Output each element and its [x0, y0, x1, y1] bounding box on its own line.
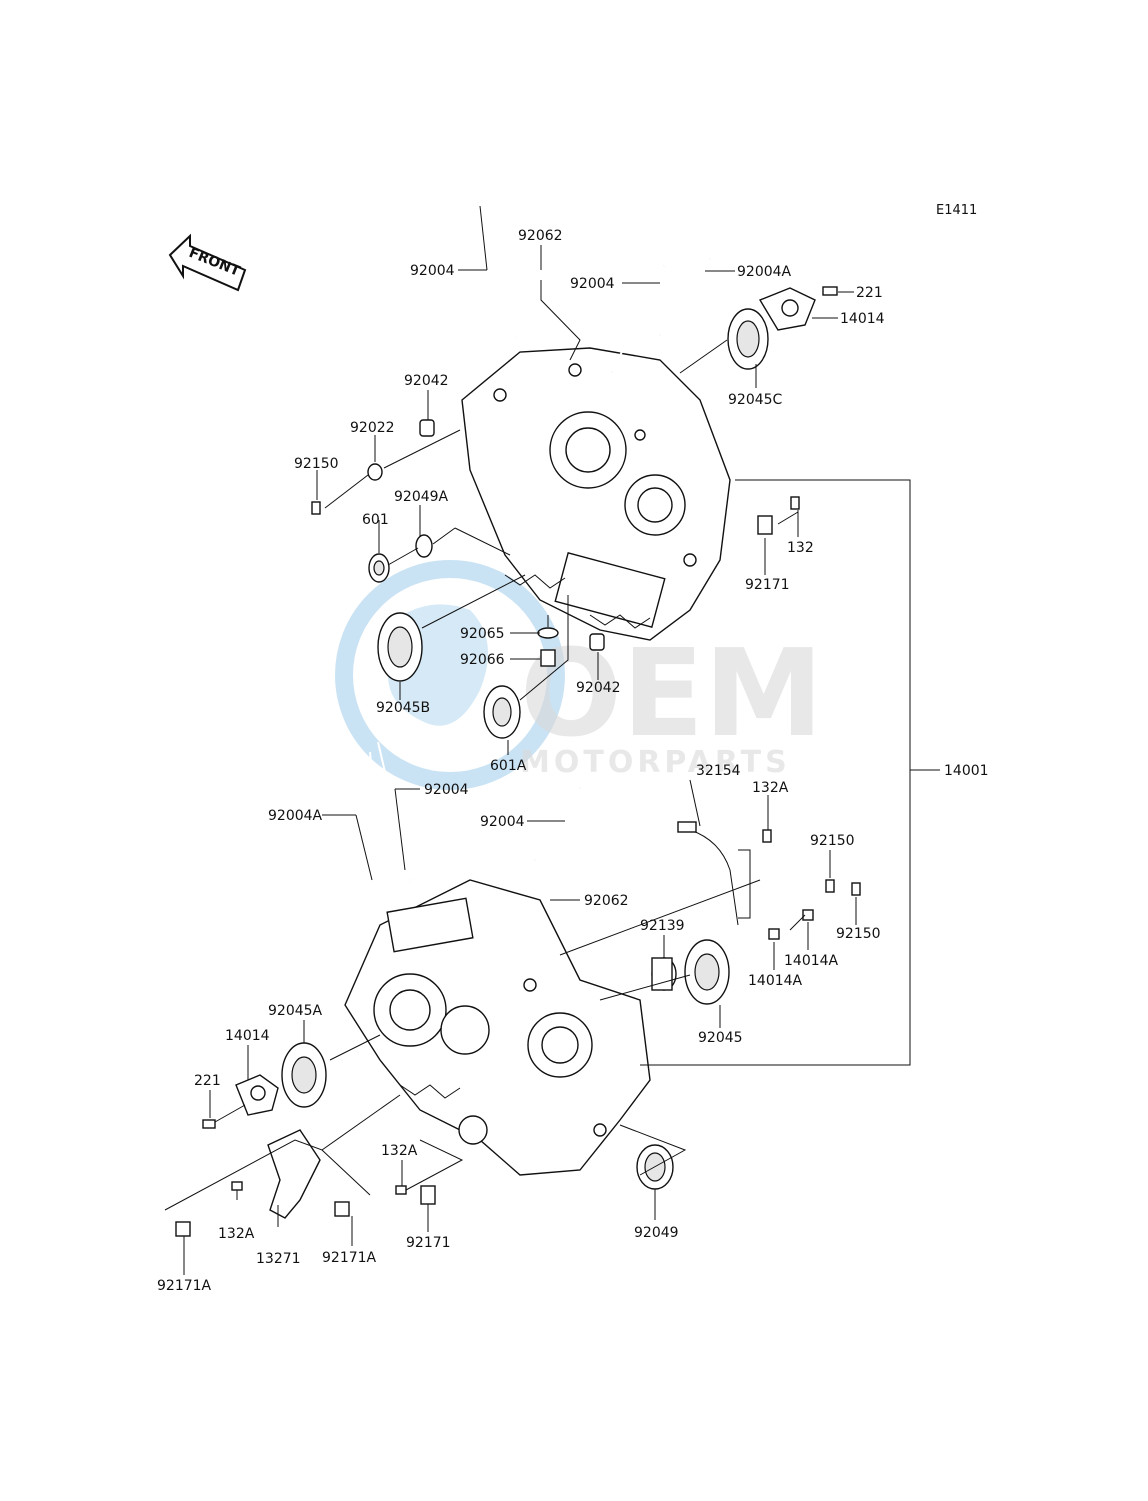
- watermark-globe-icon: [335, 560, 565, 790]
- bushing-92139-icon: [651, 957, 677, 991]
- bearing-92045b-icon: [377, 612, 423, 682]
- label-92045: 92045: [698, 1030, 743, 1046]
- label-92004-lo1: 92004: [424, 782, 469, 798]
- bearing-601a-icon: [483, 685, 521, 739]
- label-92150-left: 92150: [294, 456, 339, 472]
- label-92150-r1: 92150: [810, 833, 855, 849]
- label-601a: 601A: [490, 758, 527, 774]
- watermark-brand: OEM: [520, 625, 823, 764]
- label-132-top: 132: [787, 540, 814, 556]
- label-32154: 32154: [696, 763, 741, 779]
- label-92042-top: 92042: [404, 373, 449, 389]
- bolt-221-top-icon: [822, 286, 838, 296]
- label-221-lower: 221: [194, 1073, 221, 1089]
- label-14014a-2: 14014A: [748, 973, 803, 989]
- label-92004-lo2: 92004: [480, 814, 525, 830]
- label-14014a-1: 14014A: [784, 953, 839, 969]
- clamp-92171-lower-icon: [420, 1185, 436, 1205]
- bolt-92150-left-icon: [311, 501, 321, 515]
- label-92049a: 92049A: [394, 489, 449, 505]
- label-601: 601: [362, 512, 389, 528]
- label-92171a-2: 92171A: [322, 1250, 377, 1266]
- bolt-92150-r1-icon: [825, 879, 835, 893]
- clamp-92171a-2-icon: [334, 1201, 350, 1217]
- bearing-92045-icon: [684, 939, 730, 1005]
- clip-14014a-1-icon: [802, 909, 814, 921]
- watermark-sub: MOTORPARTS: [520, 745, 791, 780]
- studs-lower: [369, 741, 581, 886]
- upper-crankcase: [461, 347, 731, 641]
- bolt-92150-r2-icon: [851, 882, 861, 896]
- label-132a-mid: 132A: [381, 1143, 418, 1159]
- label-13271: 13271: [256, 1251, 301, 1267]
- bearing-92045c-icon: [727, 308, 769, 370]
- label-92045c: 92045C: [728, 392, 783, 408]
- seal-92049a-icon: [415, 534, 433, 558]
- label-92062-lo: 92062: [584, 893, 629, 909]
- plug-92066-icon: [540, 649, 556, 667]
- bolt-132a-lower-icon: [231, 1181, 243, 1191]
- label-92065: 92065: [460, 626, 505, 642]
- label-92004a-top: 92004A: [737, 264, 792, 280]
- dowel-92042-top-icon: [419, 419, 435, 437]
- washer-92022-icon: [367, 463, 383, 481]
- plate-13271-icon: [267, 1129, 321, 1219]
- washer-92065-icon: [537, 627, 559, 639]
- label-92045a: 92045A: [268, 1003, 323, 1019]
- front-arrow-icon: FRONT: [168, 233, 247, 292]
- watermark: OEM MOTORPARTS: [335, 560, 823, 790]
- cover-14014-lower-icon: [235, 1074, 279, 1116]
- label-92171a-1: 92171A: [157, 1278, 212, 1294]
- bolt-132a-mid-icon: [395, 1185, 407, 1195]
- label-92062-top: 92062: [518, 228, 563, 244]
- clip-14014a-2-icon: [768, 928, 780, 940]
- label-92045b: 92045B: [376, 700, 430, 716]
- bearing-601-icon: [368, 553, 390, 583]
- label-14001: 14001: [944, 763, 989, 779]
- cover-14014-top-icon: [758, 287, 816, 331]
- label-92004-r: 92004: [570, 276, 615, 292]
- label-92004a-lo: 92004A: [268, 808, 323, 824]
- label-92066: 92066: [460, 652, 505, 668]
- label-92150-r2: 92150: [836, 926, 881, 942]
- label-132a-right: 132A: [752, 780, 789, 796]
- label-92139: 92139: [640, 918, 685, 934]
- label-92004-top: 92004: [410, 263, 455, 279]
- lower-crankcase: [344, 879, 651, 1176]
- clamp-92171-top-icon: [757, 515, 773, 535]
- label-14014-lower: 14014: [225, 1028, 270, 1044]
- label-14014-top: 14014: [840, 311, 885, 327]
- label-92171-top: 92171: [745, 577, 790, 593]
- dowel-92042-mid-icon: [589, 633, 605, 651]
- hose-32154-icon: [677, 821, 739, 926]
- bolt-132-top-icon: [790, 496, 800, 510]
- label-92171-lower: 92171: [406, 1235, 451, 1251]
- label-132a-lower: 132A: [218, 1226, 255, 1242]
- diagram-code: E1411: [936, 203, 977, 218]
- part-labels: 92004 92062 92004 92004A 221 14014 92045…: [157, 228, 989, 1294]
- clamp-92171a-1-icon: [175, 1221, 191, 1237]
- label-92022: 92022: [350, 420, 395, 436]
- bolt-221-lower-icon: [202, 1119, 216, 1129]
- label-92049: 92049: [634, 1225, 679, 1241]
- bearing-92045a-icon: [281, 1042, 327, 1108]
- label-221-top: 221: [856, 285, 883, 301]
- leader-lines: [164, 205, 940, 1275]
- studs-upper: [477, 201, 711, 373]
- label-92042-mid: 92042: [576, 680, 621, 696]
- bolt-132a-right-icon: [762, 829, 772, 843]
